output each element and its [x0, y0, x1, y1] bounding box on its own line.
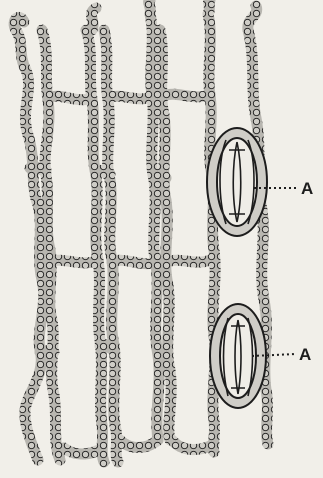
cross-wall	[120, 440, 158, 448]
cross-wall	[96, 170, 110, 175]
cross-wall	[48, 96, 92, 99]
cross-wall	[154, 174, 166, 179]
cross-wall	[30, 166, 46, 171]
wall-top-curl	[149, 0, 151, 14]
stomata-upper	[207, 128, 267, 236]
cross-wall	[40, 350, 54, 353]
wall-top-curl	[208, 0, 210, 14]
wall-col3-right	[208, 14, 215, 452]
cross-wall	[168, 258, 214, 262]
cross-wall	[50, 260, 98, 263]
label-a-upper: A	[301, 179, 313, 199]
cross-wall	[172, 440, 214, 450]
wall-top-curl	[91, 8, 96, 30]
cross-wall	[164, 94, 210, 97]
cross-wall	[108, 96, 152, 99]
wall-top-curl	[14, 17, 24, 30]
cross-wall	[112, 260, 156, 263]
cross-wall	[64, 448, 102, 454]
wall-top-curl	[248, 6, 257, 30]
label-a-lower: A	[299, 345, 311, 365]
wall-left-outer	[16, 30, 44, 460]
cross-wall	[100, 344, 114, 349]
